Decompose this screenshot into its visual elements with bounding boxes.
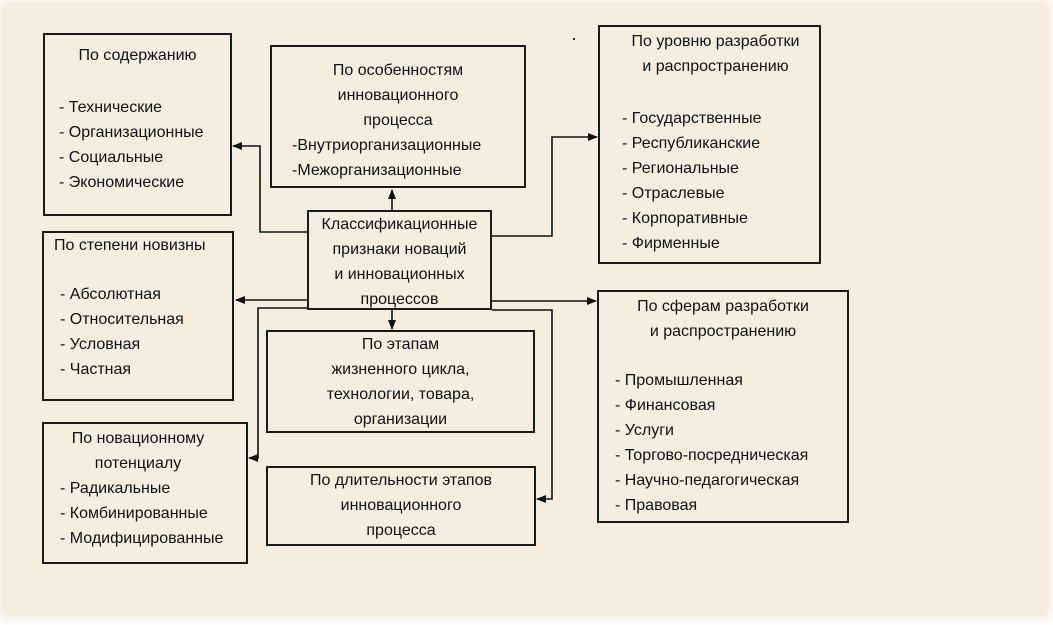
stray-dot	[573, 38, 575, 40]
stages-box: По этапам жизненного цикла, технологии, …	[266, 330, 535, 433]
process-features-title: По особенностям	[332, 62, 464, 79]
duration-title: По длительности этапов	[309, 472, 492, 489]
list-item: - Финансовая	[615, 397, 716, 414]
list-item: - Частная	[60, 361, 132, 378]
list-item: - Государственные	[622, 110, 762, 127]
center-line: признаки новаций	[332, 241, 467, 258]
spheres-title: По сферам разработки	[637, 298, 809, 315]
duration-box: По длительности этапов инновационного пр…	[266, 466, 536, 546]
stages-title: По этапам	[361, 336, 440, 353]
center-line: и инновационных	[334, 266, 465, 283]
list-item: - Корпоративные	[622, 210, 748, 227]
potential-title: потенциалу	[94, 455, 182, 472]
list-item: -Внутриорганизационные	[292, 137, 482, 154]
list-item: - Региональные	[622, 160, 739, 177]
content-box: По содержанию - Технические - Организаци…	[43, 33, 232, 216]
stages-title: технологии, товара,	[326, 386, 475, 403]
list-item: - Экономические	[59, 174, 185, 191]
list-item: - Модифицированные	[60, 530, 224, 547]
potential-title: По новационному	[71, 430, 205, 447]
list-item: - Радикальные	[60, 480, 171, 497]
stages-title: организации	[353, 411, 448, 428]
list-item: -Межорганизационные	[292, 162, 462, 179]
list-item: - Комбинированные	[60, 505, 208, 522]
stages-title: жизненного цикла,	[331, 361, 470, 378]
arrow-to-content	[232, 142, 307, 233]
list-item: - Торгово-посредническая	[615, 447, 809, 464]
content-title: По содержанию	[78, 47, 197, 64]
list-item: - Абсолютная	[60, 286, 161, 303]
arrow-to-duration	[492, 309, 553, 503]
list-item: - Социальные	[59, 149, 164, 166]
process-features-box: По особенностям инновационного процесса …	[270, 45, 526, 188]
novelty-title: По степени новизны	[54, 237, 206, 254]
list-item: - Условная	[60, 336, 141, 353]
list-item: - Научно-педагогическая	[615, 472, 800, 489]
list-item: - Относительная	[60, 311, 184, 328]
duration-title: процесса	[366, 522, 436, 539]
process-features-title: инновационного	[337, 87, 459, 104]
center-box: Классификационные признаки новаций и инн…	[307, 210, 492, 310]
duration-title: инновационного	[340, 497, 462, 514]
arrow-to-level	[492, 133, 598, 237]
spheres-box: По сферам разработки и распространению -…	[597, 290, 849, 523]
list-item: - Отраслевые	[622, 185, 725, 202]
potential-box: По новационному потенциалу - Радикальные…	[42, 422, 248, 564]
list-item: - Правовая	[615, 497, 698, 514]
list-item: - Организационные	[59, 124, 204, 141]
process-features-title: процесса	[363, 112, 433, 129]
arrow-to-potential	[248, 307, 307, 462]
level-title: и распространению	[642, 58, 789, 75]
center-line: Классификационные	[321, 216, 478, 233]
center-line: процессов	[360, 291, 439, 308]
level-title: По уровню разработки	[631, 33, 800, 50]
spheres-title: и распространению	[649, 323, 797, 340]
list-item: - Фирменные	[622, 235, 720, 252]
level-box: По уровню разработки и распространению -…	[598, 25, 821, 264]
list-item: - Технические	[59, 99, 163, 116]
list-item: - Услуги	[615, 422, 674, 439]
list-item: - Промышленная	[615, 372, 743, 389]
list-item: - Республиканские	[622, 135, 761, 152]
novelty-box: По степени новизны - Абсолютная - Относи…	[42, 231, 234, 401]
